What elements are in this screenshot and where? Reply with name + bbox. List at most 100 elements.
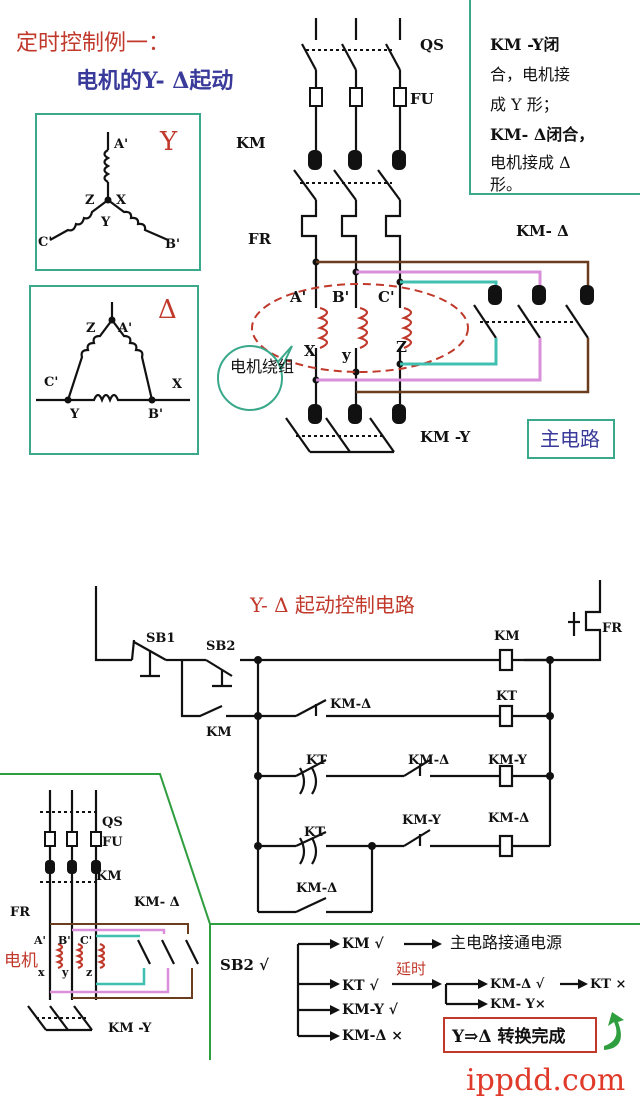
main-circuit: QS FU KM FR bbox=[217, 0, 640, 459]
winding-callout-text: 电机绕组 bbox=[230, 357, 294, 376]
motor-windings bbox=[312, 258, 413, 404]
km-delta-label: KM- Δ bbox=[516, 222, 569, 240]
sb2-label: SB2 bbox=[206, 639, 235, 654]
note-line4: KM- Δ闭合， bbox=[490, 125, 594, 144]
y-label-z: Z bbox=[85, 193, 95, 208]
mini-phase-z: z bbox=[86, 966, 92, 979]
note-box: KM -Y闭 合，电机接 成 Y 形； KM- Δ闭合， 电机接成 Δ 形。 bbox=[469, 0, 640, 195]
mini-phase-y: y bbox=[61, 966, 69, 979]
mini-phase-x: x bbox=[38, 966, 45, 979]
note-line2: 合，电机接 bbox=[490, 65, 570, 84]
seq-kmd: KM-Δ × bbox=[342, 1028, 403, 1044]
title-line2: 电机的Y- Δ起动 bbox=[76, 68, 233, 94]
mini-km: KM bbox=[96, 869, 122, 884]
mini-qs: QS bbox=[102, 815, 123, 830]
qs-label: QS bbox=[420, 36, 444, 54]
seq-done: Y⇒Δ 转换完成 bbox=[451, 1026, 566, 1047]
rung-kt-contact-label: KM-Δ bbox=[330, 697, 371, 712]
rung-kmy bbox=[258, 759, 550, 795]
km-y-contacts bbox=[285, 404, 406, 454]
seq-delay: 延时 bbox=[396, 960, 426, 978]
y-symbol: Y bbox=[159, 127, 178, 157]
y-label-x: X bbox=[116, 193, 127, 208]
rung-kmd-hold-label: KM-Δ bbox=[296, 881, 337, 896]
rung-kmd bbox=[256, 829, 550, 914]
coil-km-delta-label: KM-Δ bbox=[488, 811, 529, 826]
control-title: Y- Δ 起动控制电路 bbox=[249, 593, 415, 617]
seq-start: SB2 √ bbox=[220, 956, 269, 974]
km-hold-label: KM bbox=[206, 725, 232, 740]
seq-kt: KT √ bbox=[342, 978, 379, 994]
qs-switch bbox=[301, 18, 402, 88]
coil-km bbox=[498, 648, 514, 672]
mini-km-y: KM -Y bbox=[108, 1021, 152, 1036]
main-label-frame bbox=[527, 419, 615, 459]
rung-kmy-kt-label: KT bbox=[306, 753, 327, 768]
y-panel-frame bbox=[35, 113, 201, 271]
delta-label-y: Y bbox=[69, 407, 80, 422]
mini-motor: 电机 bbox=[4, 951, 38, 971]
delta-label-z: Z bbox=[86, 321, 96, 336]
fr-label: FR bbox=[248, 230, 272, 248]
sequence-diagram: SB2 √ KM √ 主电路接通电源 KT √ 延时 KM-Δ √ KT × K… bbox=[220, 933, 626, 1053]
coil-kt-label: KT bbox=[496, 689, 517, 704]
note-line3: 成 Y 形； bbox=[490, 95, 559, 114]
seq-kmy: KM-Y √ bbox=[342, 1002, 399, 1018]
coil-km-y-label: KM-Y bbox=[488, 753, 528, 768]
delta-label-b: B' bbox=[148, 407, 163, 422]
y-label-b: B' bbox=[165, 237, 180, 252]
rung-kmd-kt-label: KT bbox=[304, 825, 325, 840]
winding-callout-bubble bbox=[217, 345, 283, 411]
phase-x: X bbox=[304, 342, 316, 360]
sb1-button bbox=[130, 639, 182, 678]
delta-label-c: C' bbox=[44, 375, 58, 390]
coil-km-label: KM bbox=[494, 629, 520, 644]
mini-fr: FR bbox=[10, 905, 30, 920]
phase-a: A' bbox=[289, 288, 306, 306]
seq-km: KM √ bbox=[342, 936, 385, 952]
seq-kmy-off: KM- Y× bbox=[490, 997, 546, 1012]
phase-b: B' bbox=[332, 288, 349, 306]
fr-thermal bbox=[300, 200, 402, 262]
rung-kmy-kmd-label: KM-Δ bbox=[408, 753, 449, 768]
ctrl-fr-label: FR bbox=[602, 621, 622, 636]
seq-done-box bbox=[443, 1017, 597, 1053]
delta-label-x: X bbox=[172, 377, 183, 392]
coil-km-delta bbox=[498, 834, 514, 858]
mini-fu: FU bbox=[102, 835, 123, 850]
note-line5: 电机接成 Δ bbox=[490, 153, 571, 172]
km-delta-wiring bbox=[316, 260, 594, 394]
y-label-a: A' bbox=[113, 137, 128, 152]
fu-fuses bbox=[309, 87, 407, 150]
main-label: 主电路 bbox=[540, 427, 600, 451]
loop-arrow-icon bbox=[604, 1012, 624, 1050]
sb1-label: SB1 bbox=[146, 631, 175, 646]
mini-phase-c: C' bbox=[80, 934, 92, 947]
y-label-y: Y bbox=[100, 215, 111, 230]
phase-z: Z bbox=[396, 338, 407, 356]
fu-label: FU bbox=[410, 90, 434, 108]
seq-kmd-on: KM-Δ √ bbox=[490, 977, 545, 992]
title-line1: 定时控制例一： bbox=[16, 31, 170, 56]
km-label: KM bbox=[236, 134, 266, 152]
sb2-button bbox=[182, 658, 500, 688]
phase-c: C' bbox=[378, 288, 395, 306]
control-circuit: Y- Δ 起动控制电路 FR SB1 SB2 bbox=[94, 580, 622, 914]
rung-kt bbox=[258, 699, 550, 728]
delta-label-a: A' bbox=[117, 321, 132, 336]
winding-ellipse bbox=[251, 283, 469, 373]
km-main-contacts bbox=[293, 150, 406, 201]
delta-connection-panel: Δ Z A' C' X Y B' bbox=[29, 285, 199, 455]
coil-kt bbox=[498, 704, 514, 728]
delta-panel-frame bbox=[29, 285, 199, 455]
delta-symbol: Δ bbox=[158, 295, 177, 325]
y-connection-panel: Y A' Z X Y C' B' bbox=[35, 113, 201, 271]
rung-kmd-kmy-label: KM-Y bbox=[402, 813, 442, 828]
y-label-c: C' bbox=[38, 235, 52, 250]
note-line6: 形。 bbox=[490, 175, 522, 194]
seq-kt-off: KT × bbox=[590, 977, 626, 992]
watermark: ippdd.com bbox=[466, 1063, 625, 1098]
phase-y: y bbox=[341, 346, 352, 364]
mini-circuit: QS FU KM FR KM- Δ 电机 A' B' C' x y z KM -… bbox=[0, 773, 640, 1060]
km-self-hold bbox=[180, 660, 258, 718]
